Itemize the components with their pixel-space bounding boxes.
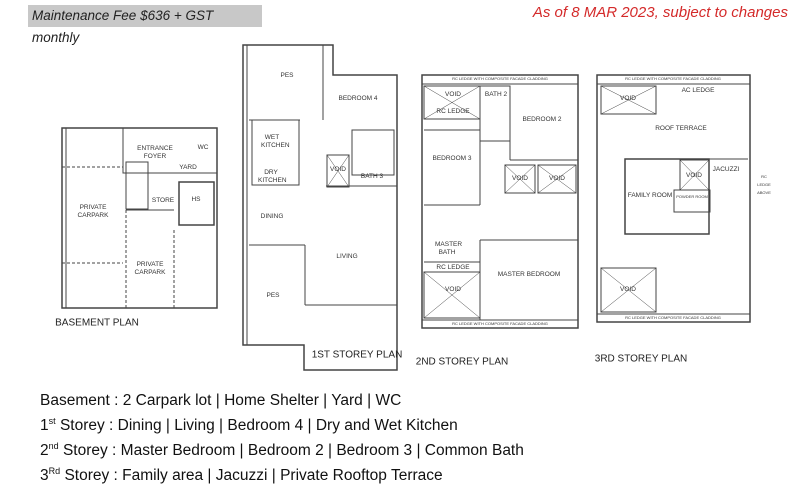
room-label: VOID xyxy=(445,91,461,98)
room-label: PES xyxy=(266,292,280,299)
level-suffix: Rd xyxy=(48,466,61,477)
rooms: Storey : Dining | Living | Bedroom 4 | D… xyxy=(55,417,458,435)
room-label: ROOF TERRACE xyxy=(655,125,707,132)
basement-plan-caption: BASEMENT PLAN xyxy=(55,317,139,329)
room-label: FAMILY ROOM xyxy=(627,192,673,199)
summary-line-1st: 1st Storey : Dining | Living | Bedroom 4… xyxy=(40,411,524,436)
level-suffix: nd xyxy=(48,441,59,452)
level: Basement xyxy=(40,392,110,410)
as-of-note: As of 8 MAR 2023, subject to changes xyxy=(532,4,788,21)
room-label: BEDROOM 2 xyxy=(522,116,562,123)
room-label: DRY KITCHEN xyxy=(258,169,287,184)
second-storey-plan-caption: 2ND STOREY PLAN xyxy=(415,356,509,368)
summary-line-3rd: 3Rd Storey : Family area | Jacuzzi | Pri… xyxy=(40,461,524,486)
room-label: RC LEDGE WITH COMPOSITE FACADE CLADDING xyxy=(625,315,721,320)
room-label: JACUZZI xyxy=(712,166,740,173)
room-label: AC LEDGE xyxy=(681,87,715,94)
room-label: RC LEDGE xyxy=(436,108,470,115)
room-label: ENTRANCE FOYER xyxy=(137,145,173,160)
room-label: YARD xyxy=(179,164,197,171)
room-label: PRIVATE CARPARK xyxy=(77,204,109,219)
room-label: LIVING xyxy=(336,253,358,260)
third-storey-plan-caption: 3RD STOREY PLAN xyxy=(594,353,688,365)
room-label: RC LEDGE WITH COMPOSITE FACADE CLADDING xyxy=(452,76,548,81)
room-label: VOID xyxy=(620,95,636,102)
rooms: : 2 Carpark lot | Home Shelter | Yard | … xyxy=(109,392,402,410)
room-label: BEDROOM 3 xyxy=(432,155,472,162)
room-label: HS xyxy=(191,196,201,203)
room-label: PES xyxy=(280,72,294,79)
room-label: MASTER BEDROOM xyxy=(497,271,561,278)
room-label: RC LEDGE WITH COMPOSITE FACADE CLADDING xyxy=(625,76,721,81)
room-label: BEDROOM 4 xyxy=(338,95,378,102)
room-label: WET KITCHEN xyxy=(261,134,290,149)
room-label: POWDER ROOM xyxy=(676,194,708,199)
summary-line-2nd: 2nd Storey : Master Bedroom | Bedroom 2 … xyxy=(40,436,524,461)
third-storey-plan-outline xyxy=(596,74,751,323)
room-label: VOID xyxy=(686,172,702,179)
first-storey-plan-caption: 1ST STOREY PLAN xyxy=(311,349,403,361)
room-label: VOID xyxy=(330,166,346,173)
level: 3 xyxy=(40,467,49,485)
summary-line-basement: Basement : 2 Carpark lot | Home Shelter … xyxy=(40,386,524,411)
room-label: MASTER BATH xyxy=(435,241,463,256)
room-label: VOID xyxy=(549,175,565,182)
room-label: RC LEDGE ABOVE xyxy=(757,174,771,195)
room-label: DINING xyxy=(260,213,284,220)
room-label: RC LEDGE xyxy=(436,264,470,271)
level: 2 xyxy=(40,442,49,460)
level: 1 xyxy=(40,417,49,435)
room-label: PRIVATE CARPARK xyxy=(134,261,166,276)
storey-summary: Basement : 2 Carpark lot | Home Shelter … xyxy=(40,386,524,487)
room-label: VOID xyxy=(445,286,461,293)
room-label: BATH 2 xyxy=(484,91,508,98)
second-storey-plan-outline xyxy=(421,74,579,329)
level-suffix: st xyxy=(48,416,56,427)
basement-plan-outline xyxy=(61,127,218,309)
maintenance-fee: Maintenance Fee $636 + GST monthly xyxy=(28,5,262,45)
room-label: BATH 3 xyxy=(360,173,384,180)
room-label: VOID xyxy=(512,175,528,182)
room-label: WC xyxy=(197,144,209,151)
rooms: Storey : Family area | Jacuzzi | Private… xyxy=(60,467,443,485)
room-label: RC LEDGE WITH COMPOSITE FACADE CLADDING xyxy=(452,321,548,326)
room-label: STORE xyxy=(151,197,175,204)
floor-plans-drawing xyxy=(61,44,751,371)
rooms: Storey : Master Bedroom | Bedroom 2 | Be… xyxy=(58,442,524,460)
first-storey-plan-outline xyxy=(242,44,398,371)
room-label: VOID xyxy=(620,286,636,293)
